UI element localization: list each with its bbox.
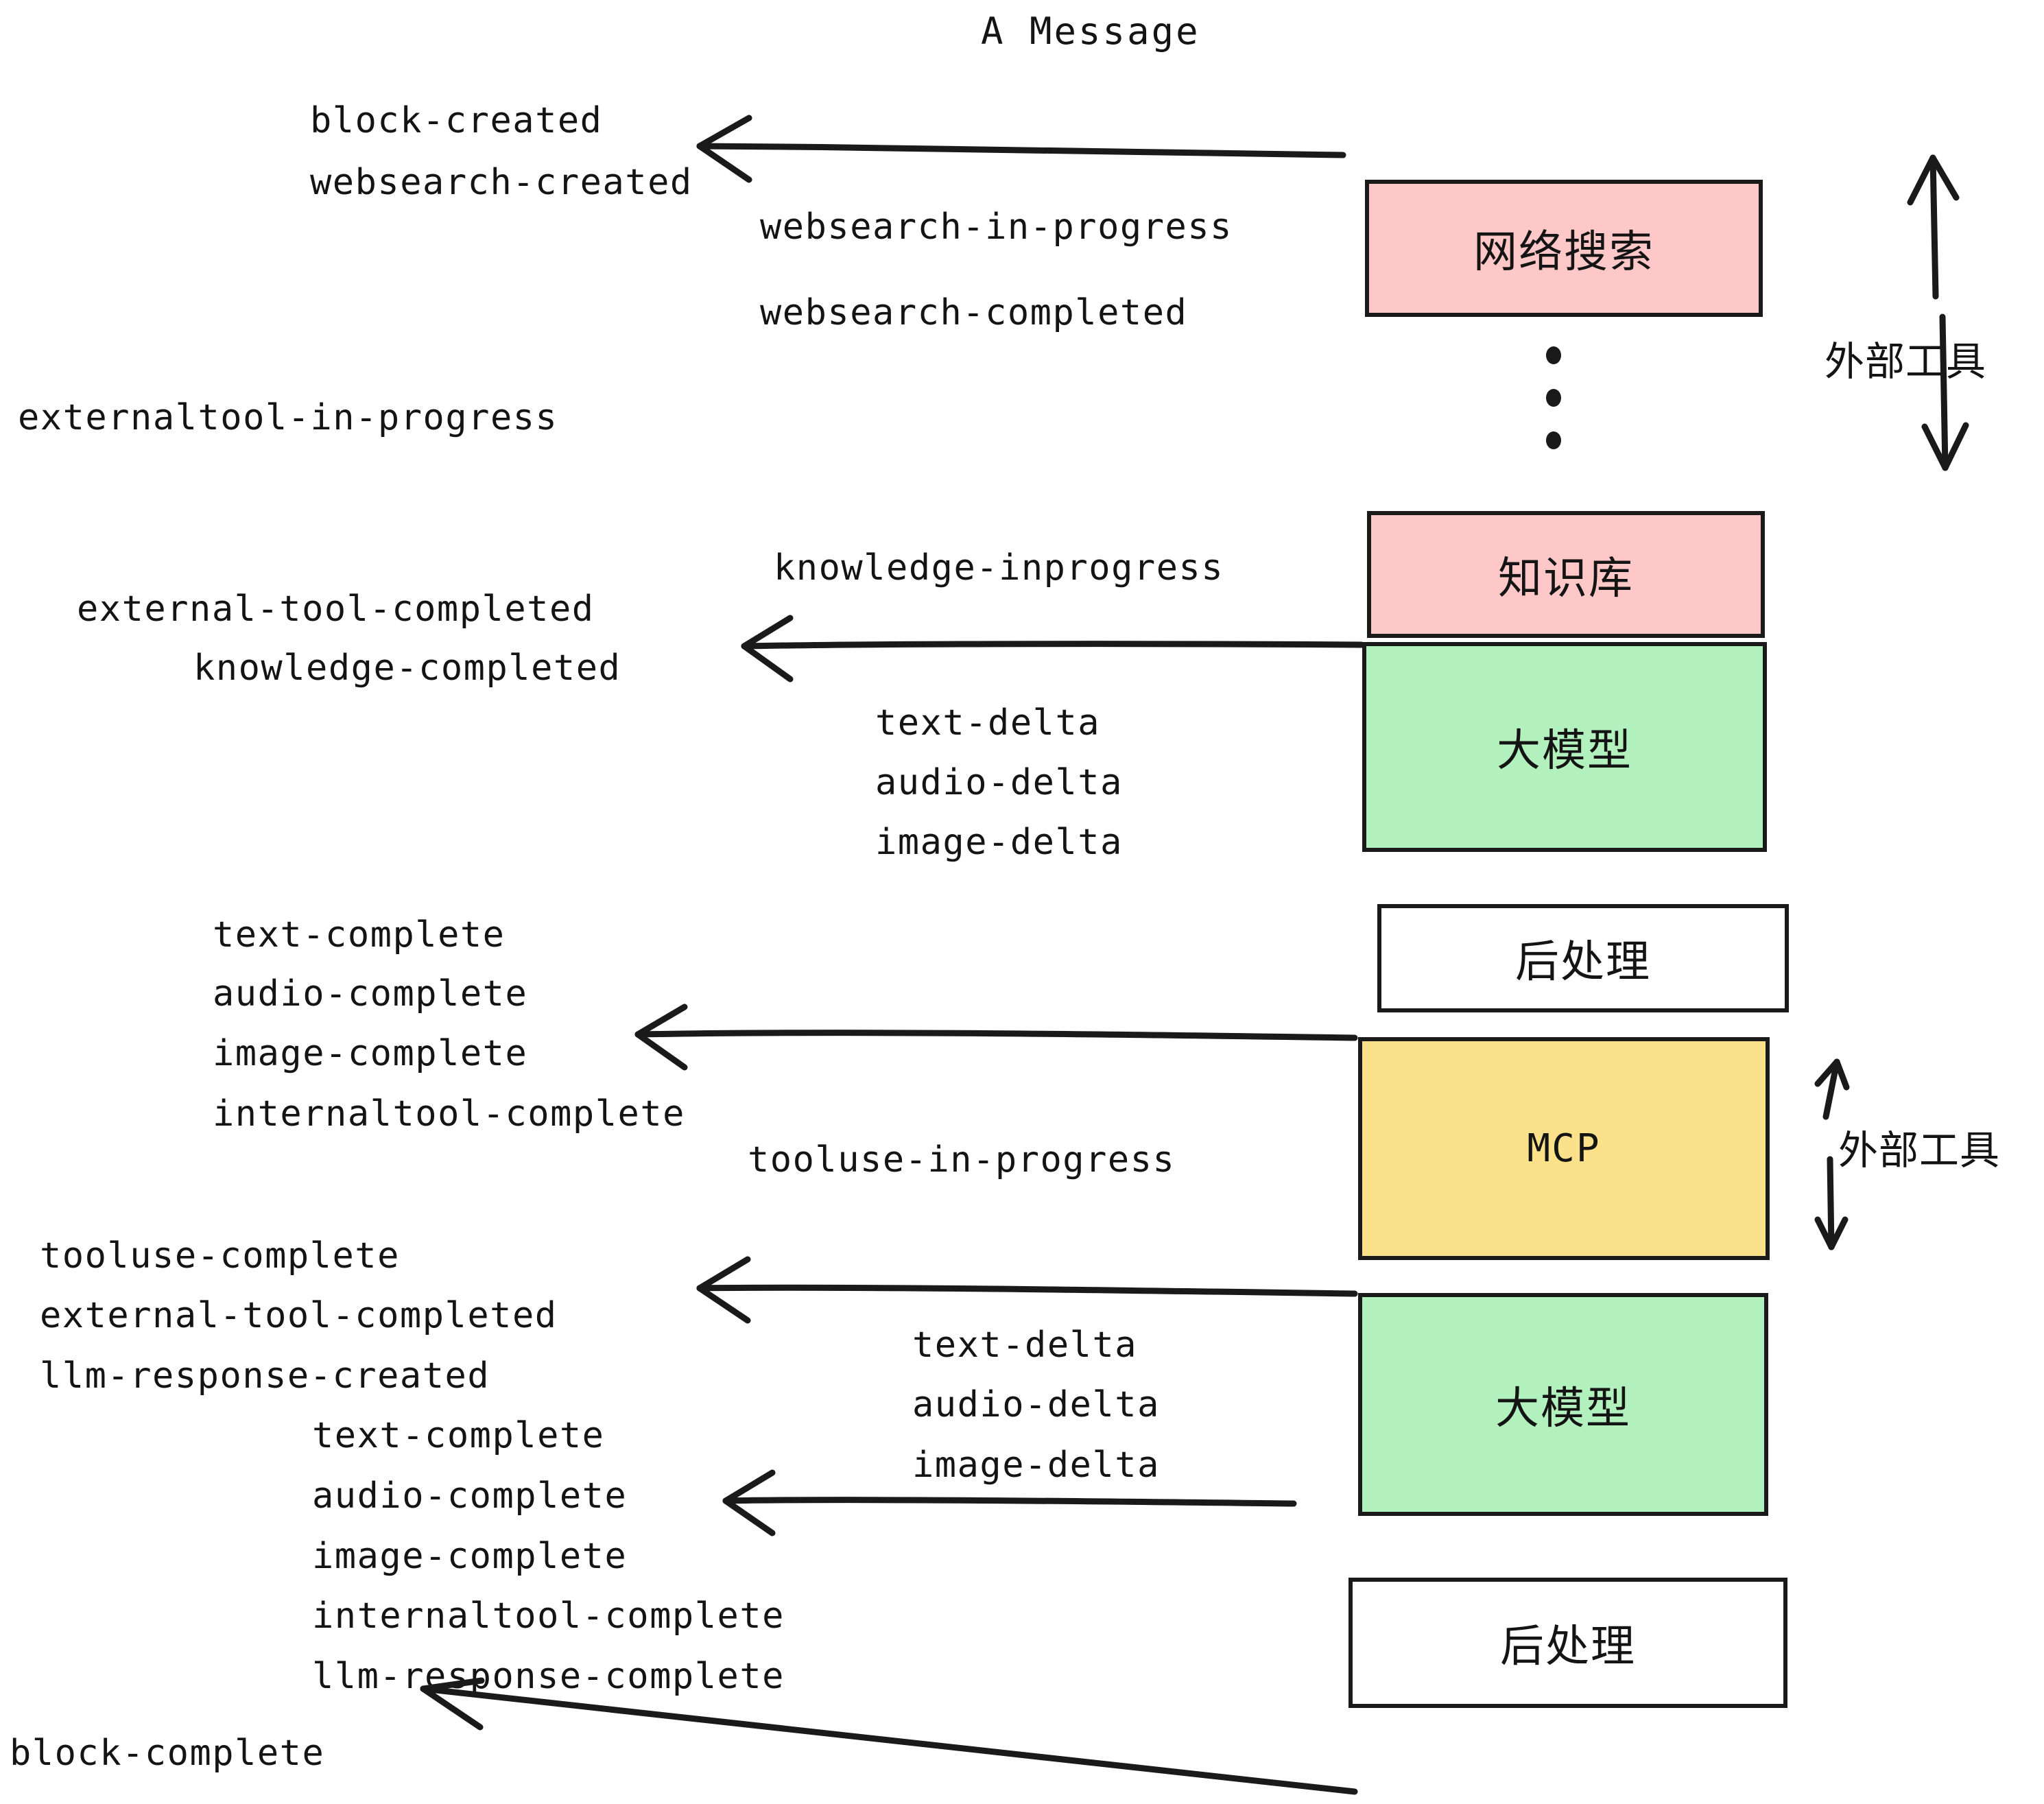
event-label-externaltool-in-progress: externaltool-in-progress: [18, 397, 558, 438]
node-label: 网络搜索: [1473, 227, 1654, 278]
event-label-text-complete-1: text-complete: [213, 914, 506, 956]
event-label-audio-delta-1: audio-delta: [875, 762, 1123, 803]
node-box-knowledge[interactable]: 知识库: [1367, 511, 1765, 638]
event-label-knowledge-inprogress: knowledge-inprogress: [774, 547, 1224, 589]
arrow-mcp-to-image-complete: [634, 1004, 1358, 1071]
event-label-internaltool-complete-1: internaltool-complete: [213, 1093, 685, 1135]
node-label: MCP: [1527, 1126, 1601, 1171]
ellipsis-dots: [1543, 346, 1564, 449]
side-label-external-tools-lower: 外部工具: [1838, 1127, 2001, 1174]
event-label-image-complete-1: image-complete: [213, 1033, 528, 1074]
diagram-title: A Message: [981, 10, 1200, 53]
event-label-block-created: block-created: [310, 100, 603, 141]
arrow-websearch-to-created: [696, 115, 1346, 183]
event-label-image-delta-1: image-delta: [875, 822, 1123, 863]
node-label: 大模型: [1497, 726, 1632, 776]
event-label-llm-response-created: llm-response-created: [40, 1355, 490, 1397]
arrow-llmtop-to-knowledge-completed: [741, 615, 1365, 683]
arrow-postprocess-to-block-complete: [420, 1677, 1358, 1795]
arrow-external-tools-up-upper: [1907, 154, 1960, 300]
event-label-tooluse-in-progress: tooluse-in-progress: [748, 1139, 1176, 1180]
event-label-text-delta-1: text-delta: [875, 702, 1101, 744]
event-label-external-tool-completed-2: external-tool-completed: [40, 1295, 558, 1336]
event-label-websearch-created: websearch-created: [310, 162, 693, 203]
side-label-external-tools-upper: 外部工具: [1825, 338, 1987, 385]
dot-2: [1546, 389, 1561, 407]
event-label-llm-response-complete: llm-response-complete: [312, 1656, 785, 1697]
node-box-postprocess-bottom[interactable]: 后处理: [1348, 1578, 1787, 1708]
event-label-audio-complete-1: audio-complete: [213, 973, 528, 1014]
node-box-llm-bottom[interactable]: 大模型: [1358, 1293, 1768, 1516]
event-label-block-complete: block-complete: [10, 1733, 325, 1774]
node-box-postprocess-top[interactable]: 后处理: [1377, 904, 1789, 1012]
event-label-text-delta-2: text-delta: [912, 1325, 1138, 1366]
event-label-image-complete-2: image-complete: [312, 1536, 628, 1577]
event-label-image-delta-2: image-delta: [912, 1445, 1160, 1486]
event-label-text-complete-2: text-complete: [312, 1415, 605, 1456]
node-label: 知识库: [1498, 553, 1634, 604]
event-label-websearch-in-progress: websearch-in-progress: [760, 206, 1233, 248]
event-label-internaltool-complete-2: internaltool-complete: [312, 1595, 785, 1637]
event-label-external-tool-completed-1: external-tool-completed: [77, 589, 595, 630]
dot-3: [1546, 431, 1561, 449]
event-label-websearch-completed: websearch-completed: [760, 292, 1188, 333]
dot-1: [1546, 346, 1561, 364]
node-box-llm-top[interactable]: 大模型: [1362, 642, 1767, 852]
arrow-external-tools-up-lower: [1814, 1058, 1850, 1120]
event-label-tooluse-complete: tooluse-complete: [40, 1235, 400, 1277]
node-label: 大模型: [1495, 1383, 1631, 1434]
event-label-knowledge-completed: knowledge-completed: [193, 648, 621, 689]
event-label-audio-delta-2: audio-delta: [912, 1384, 1160, 1425]
node-label: 后处理: [1515, 937, 1651, 988]
arrow-llmbottom-to-tooluse-complete: [696, 1256, 1358, 1324]
node-box-mcp[interactable]: MCP: [1358, 1037, 1770, 1260]
event-label-audio-complete-2: audio-complete: [312, 1475, 628, 1517]
node-box-websearch[interactable]: 网络搜索: [1365, 180, 1763, 317]
node-label: 后处理: [1500, 1622, 1636, 1672]
